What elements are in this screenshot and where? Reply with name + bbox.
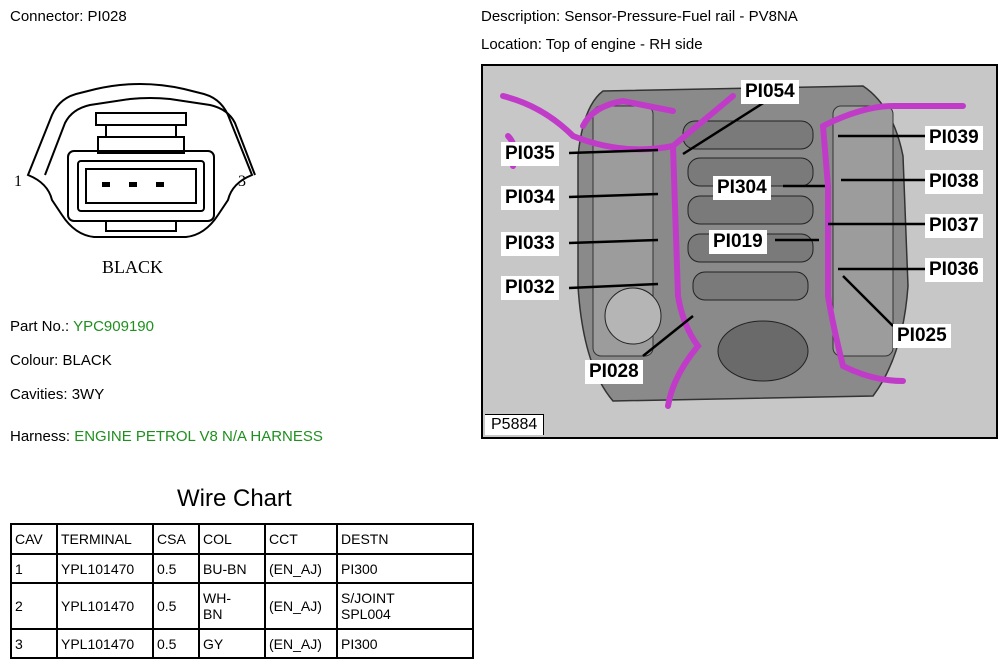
cell-destn: PI300 [336,628,474,659]
harness-line: Harness: ENGINE PETROL V8 N/A HARNESS [10,428,323,445]
header-cav: CAV [10,523,58,555]
cell-col: GY [198,628,266,659]
callout-pi033: PI033 [501,232,559,256]
cavities-value: 3WY [71,386,105,403]
callout-pi037: PI037 [925,214,983,238]
engine-location-image: PI054 PI035 PI039 PI034 PI304 PI038 PI03… [481,64,998,439]
header-csa: CSA [152,523,200,555]
header-col: COL [198,523,266,555]
callout-pi054: PI054 [741,80,799,104]
callout-pi036: PI036 [925,258,983,282]
cavities-line: Cavities: 3WY [10,386,104,403]
colour-label: Colour: [10,352,59,369]
cell-terminal: YPL101470 [56,628,154,659]
cell-destn: S/JOINT SPL004 [336,582,474,630]
wire-chart-title: Wire Chart [177,485,292,512]
wire-chart-table: CAV TERMINAL CSA COL CCT DESTN 1 YPL1014… [10,523,474,659]
cell-cav: 1 [10,553,58,584]
cell-col: BU-BN [198,553,266,584]
pin-3-dot [156,182,164,187]
header-destn: DESTN [336,523,474,555]
location-label: Location: [481,36,542,53]
cell-col: WH- BN [198,582,266,630]
header-cct: CCT [264,523,338,555]
table-row: 1 YPL101470 0.5 BU-BN (EN_AJ) PI300 [10,553,474,584]
location-line: Location: Top of engine - RH side [481,36,703,53]
harness-label: Harness: [10,428,71,445]
table-row: 2 YPL101470 0.5 WH- BN (EN_AJ) S/JOINT S… [10,582,474,630]
callout-pi025: PI025 [893,324,951,348]
table-row: 3 YPL101470 0.5 GY (EN_AJ) PI300 [10,628,474,659]
cell-csa: 0.5 [152,553,200,584]
callout-pi039: PI039 [925,126,983,150]
connector-label: Connector: [10,8,84,25]
pin-1-dot [102,182,110,187]
cell-cct: (EN_AJ) [264,628,338,659]
cell-cct: (EN_AJ) [264,582,338,630]
cell-csa: 0.5 [152,628,200,659]
cell-cct: (EN_AJ) [264,553,338,584]
table-header-row: CAV TERMINAL CSA COL CCT DESTN [10,523,474,555]
callout-pi038: PI038 [925,170,983,194]
callout-pi028: PI028 [585,360,643,384]
cavities-label: Cavities: [10,386,68,403]
callout-pi304: PI304 [713,176,771,200]
header-terminal: TERMINAL [56,523,154,555]
connector-value: PI028 [87,8,127,25]
cell-terminal: YPL101470 [56,582,154,630]
callout-pi019: PI019 [709,230,767,254]
part-no-value[interactable]: YPC909190 [73,318,154,335]
description-line: Description: Sensor-Pressure-Fuel rail -… [481,8,798,25]
callout-pi035: PI035 [501,142,559,166]
part-no-line: Part No.: YPC909190 [10,318,154,335]
part-no-label: Part No.: [10,318,70,335]
harness-value[interactable]: ENGINE PETROL V8 N/A HARNESS [74,428,323,445]
connector-line: Connector: PI028 [10,8,127,25]
cell-terminal: YPL101470 [56,553,154,584]
cell-csa: 0.5 [152,582,200,630]
description-label: Description: [481,8,561,25]
diagram-colour-label: BLACK [102,257,163,277]
location-value: Top of engine - RH side [545,36,703,53]
pin-2-dot [129,182,137,187]
callout-pi032: PI032 [501,276,559,300]
cell-cav: 3 [10,628,58,659]
description-value: Sensor-Pressure-Fuel rail - PV8NA [564,8,798,25]
figure-id: P5884 [485,414,545,435]
connector-face-diagram: 1 3 BLACK [14,83,256,277]
callout-pi034: PI034 [501,186,559,210]
cell-destn: PI300 [336,553,474,584]
cell-cav: 2 [10,582,58,630]
pin-right-label: 3 [238,173,246,190]
pin-left-label: 1 [14,173,22,190]
colour-line: Colour: BLACK [10,352,112,369]
colour-value: BLACK [62,352,112,369]
